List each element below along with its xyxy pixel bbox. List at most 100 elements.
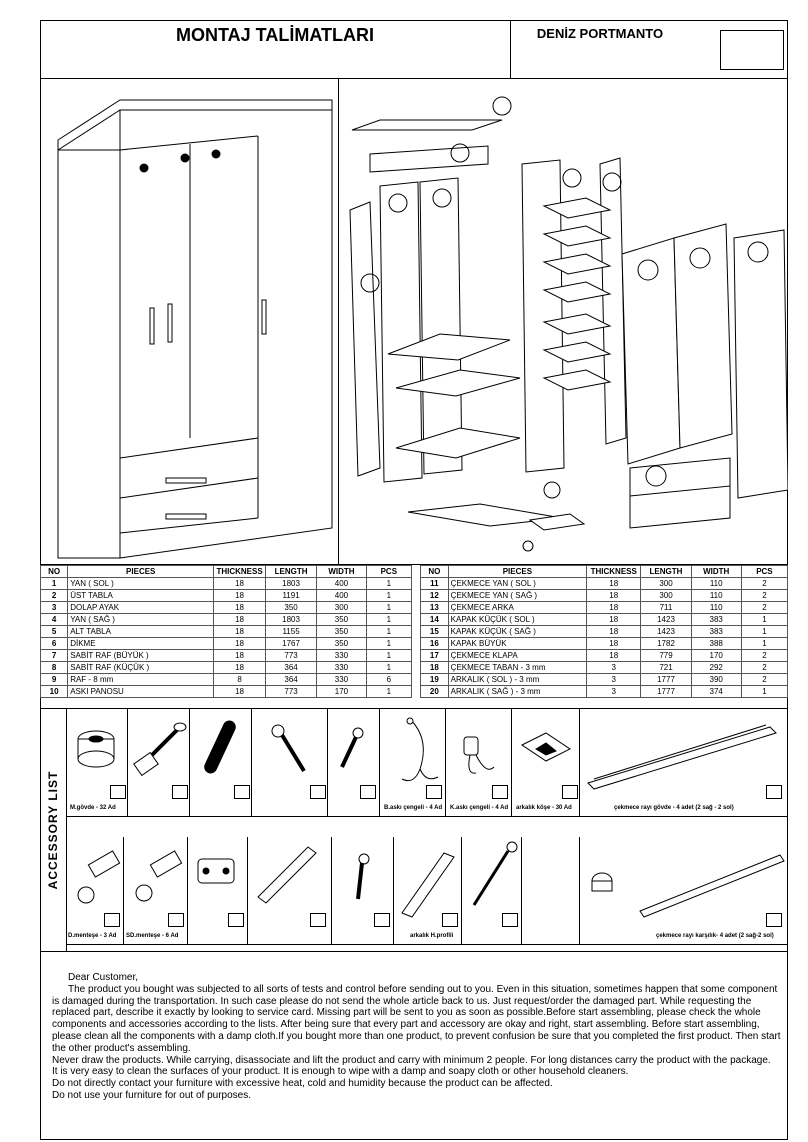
table-cell: ASKI PANOSU	[67, 685, 215, 698]
accessory-empty	[522, 837, 580, 945]
table-cell: 400	[316, 577, 367, 590]
drawer-runner-icon	[591, 854, 785, 918]
table-cell: 18	[586, 589, 642, 602]
col-length: LENGTH	[264, 565, 318, 578]
product-model: DENİZ PORTMANTO	[536, 26, 664, 41]
table-cell: 1	[740, 613, 789, 626]
table-cell: ARKALIK ( SOL ) - 3 mm	[447, 673, 588, 686]
table-cell: 350	[264, 601, 318, 614]
table-cell: 400	[316, 589, 367, 602]
table-cell: 1	[365, 601, 413, 614]
table-cell: ÇEKMECE YAN ( SAĞ )	[447, 589, 588, 602]
accessory-checkbox[interactable]	[502, 913, 518, 927]
accessory-checkbox[interactable]	[168, 913, 184, 927]
accessory-handle	[248, 837, 332, 945]
table-cell: 16	[420, 637, 449, 650]
letter-paragraph: The product you bought was subjected to …	[52, 983, 781, 1054]
drawer-runner-icon	[587, 724, 777, 790]
table-cell: 300	[316, 601, 367, 614]
accessory-checkbox[interactable]	[172, 785, 188, 799]
accessory-screw-c	[332, 837, 394, 945]
table-cell: 13	[420, 601, 449, 614]
table-cell: 4	[39, 613, 69, 626]
screw-icon	[340, 727, 364, 768]
accessory-checkbox[interactable]	[104, 913, 120, 927]
table-cell: SABİT RAF (KÜÇÜK )	[67, 661, 215, 674]
table-cell: 18	[213, 577, 266, 590]
table-cell: 1	[740, 685, 789, 698]
table-cell: 18	[586, 625, 642, 638]
header: MONTAJ TALİMATLARI DENİZ PORTMANTO	[40, 20, 788, 79]
col-pcs: PCS	[740, 565, 789, 578]
table-cell: 10	[39, 685, 69, 698]
illustration-panel	[40, 78, 788, 565]
table-cell: ÇEKMECE ARKA	[447, 601, 588, 614]
accessory-checkbox[interactable]	[426, 785, 442, 799]
accessory-m-govde: M.gövde - 32 Ad	[66, 709, 128, 817]
table-cell: 350	[316, 625, 367, 638]
accessory-checkbox[interactable]	[766, 913, 782, 927]
header-blank-box	[720, 30, 784, 70]
table-cell: 18	[213, 637, 266, 650]
accessory-checkbox[interactable]	[234, 785, 250, 799]
table-cell: 18	[586, 649, 642, 662]
table-cell: 110	[690, 589, 742, 602]
table-cell: 170	[690, 649, 742, 662]
table-cell: 2	[740, 589, 789, 602]
table-cell: 779	[640, 649, 692, 662]
accessory-checkbox[interactable]	[562, 785, 578, 799]
table-cell: 3	[586, 661, 642, 674]
table-cell: 1	[365, 613, 413, 626]
table-cell: 1803	[264, 577, 318, 590]
table-cell: 1	[365, 685, 413, 698]
accessory-checkbox[interactable]	[310, 785, 326, 799]
table-cell: 18	[213, 601, 266, 614]
accessory-checkbox[interactable]	[110, 785, 126, 799]
accessory-checkbox[interactable]	[310, 913, 326, 927]
table-cell: 388	[690, 637, 742, 650]
accessory-screw-b	[328, 709, 380, 817]
table-cell: 11	[420, 577, 449, 590]
table-cell: 6	[39, 637, 69, 650]
table-cell: KAPAK KÜÇÜK ( SOL )	[447, 613, 588, 626]
table-header-row: NO PIECES THICKNESS LENGTH WIDTH PCS	[420, 565, 789, 578]
accessory-checkbox[interactable]	[228, 913, 244, 927]
table-cell: 14	[420, 613, 449, 626]
table-cell: 350	[316, 613, 367, 626]
table-cell: 2	[740, 649, 789, 662]
accessory-aski-cengeli-b: B.askı çengeli - 4 Ad	[380, 709, 446, 817]
accessory-checkbox[interactable]	[360, 785, 376, 799]
table-cell: 18	[213, 613, 266, 626]
col-length: LENGTH	[640, 565, 692, 578]
col-thickness: THICKNESS	[586, 565, 642, 578]
accessory-checkbox[interactable]	[442, 913, 458, 927]
accessory-checkbox[interactable]	[374, 913, 390, 927]
table-cell: 364	[264, 673, 318, 686]
table-cell: 2	[39, 589, 69, 602]
accessory-checkbox[interactable]	[766, 785, 782, 799]
letter-paragraph: It is very easy to clean the surfaces of…	[52, 1066, 629, 1078]
table-cell: 1423	[640, 625, 692, 638]
hinge-icon	[135, 850, 183, 902]
col-no: NO	[420, 565, 449, 578]
col-no: NO	[39, 565, 69, 578]
table-cell: 721	[640, 661, 692, 674]
accessory-dowel	[190, 709, 252, 817]
table-cell: 8	[39, 661, 69, 674]
table-cell: 1803	[264, 613, 318, 626]
accessory-checkbox[interactable]	[492, 785, 508, 799]
accessory-wood-screw	[462, 837, 522, 945]
table-cell: 292	[690, 661, 742, 674]
accessory-d-mentese: D.menteşe - 3 Ad	[66, 837, 124, 945]
table-cell: 18	[213, 685, 266, 698]
table-cell: 1	[365, 661, 413, 674]
accessory-arkalik-profil: arkalık H.profili	[394, 837, 462, 945]
